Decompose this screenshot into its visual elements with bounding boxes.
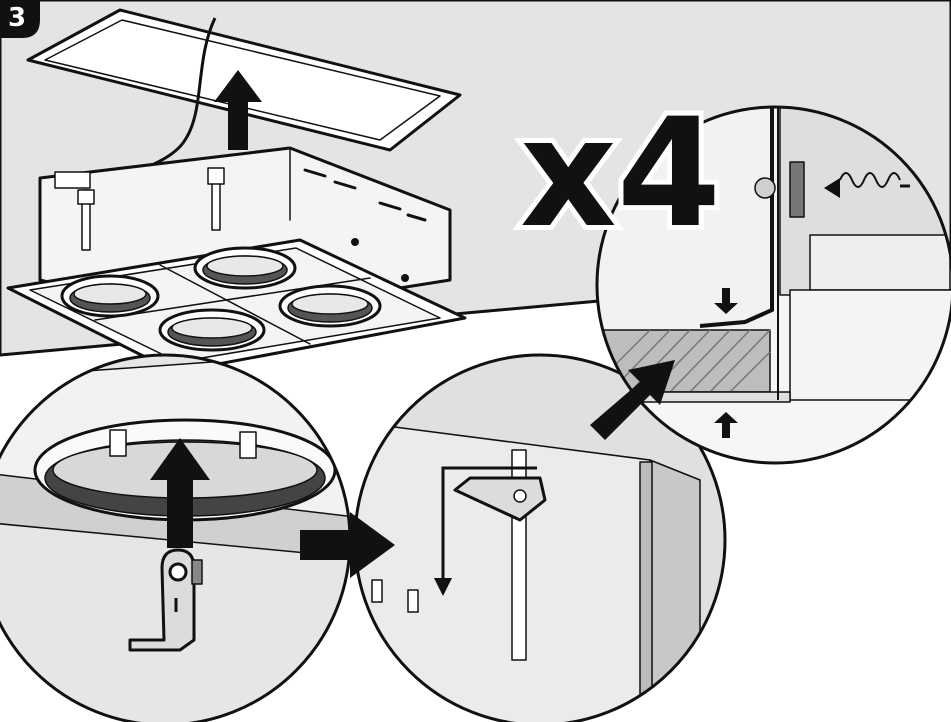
up-arrow-icon (214, 70, 262, 150)
step-badge: 3 (0, 0, 40, 38)
spring-screw-icon (824, 172, 910, 198)
multiplier-label: x4 (515, 82, 726, 266)
detail-circle-lamp-ring (0, 353, 352, 722)
lamp-4 (278, 284, 382, 328)
multiplier-text: x4 (520, 87, 721, 261)
lamp-1 (60, 274, 160, 318)
lamp-2 (193, 246, 297, 290)
diagonal-arrow-icon (590, 360, 675, 440)
step-number: 3 (8, 3, 26, 33)
up-arrow-icon (150, 438, 210, 548)
right-arrow-icon (300, 512, 395, 578)
ceiling-tile-inner (44, 19, 441, 141)
clamp-arrow-icon (434, 466, 537, 596)
detail-circle-spring-clamp (595, 105, 951, 465)
step-badge-icon (0, 0, 40, 38)
lamp-3 (158, 308, 266, 352)
trim-frame (6, 238, 467, 374)
detail-circle-clamp-slot (353, 353, 727, 722)
